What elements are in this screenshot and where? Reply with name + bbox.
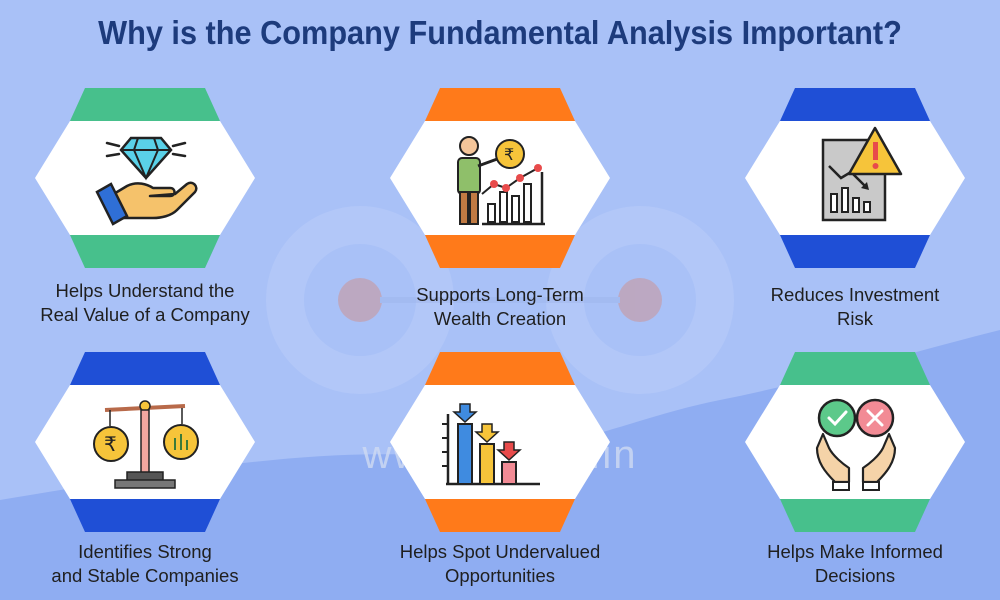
svg-text:₹: ₹ [104,432,117,456]
card-stable-companies: ₹ [35,352,255,532]
card-undervalued [390,352,610,532]
watermark-logo [266,206,734,394]
diamond-hand-icon [95,136,198,226]
risk-warning-icon [821,126,903,222]
page-title: Why is the Company Fundamental Analysis … [98,14,902,51]
card-informed-decisions [745,352,965,532]
wealth-growth-icon: ₹ [457,136,545,226]
svg-text:₹: ₹ [504,145,514,164]
card-real-value [35,88,255,268]
card-wealth-creation: ₹ [390,88,610,268]
decision-hands-icon [815,398,897,491]
card-investment-risk [745,88,965,268]
balance-scale-icon: ₹ [93,400,199,489]
undervalued-chart-icon [442,403,540,486]
